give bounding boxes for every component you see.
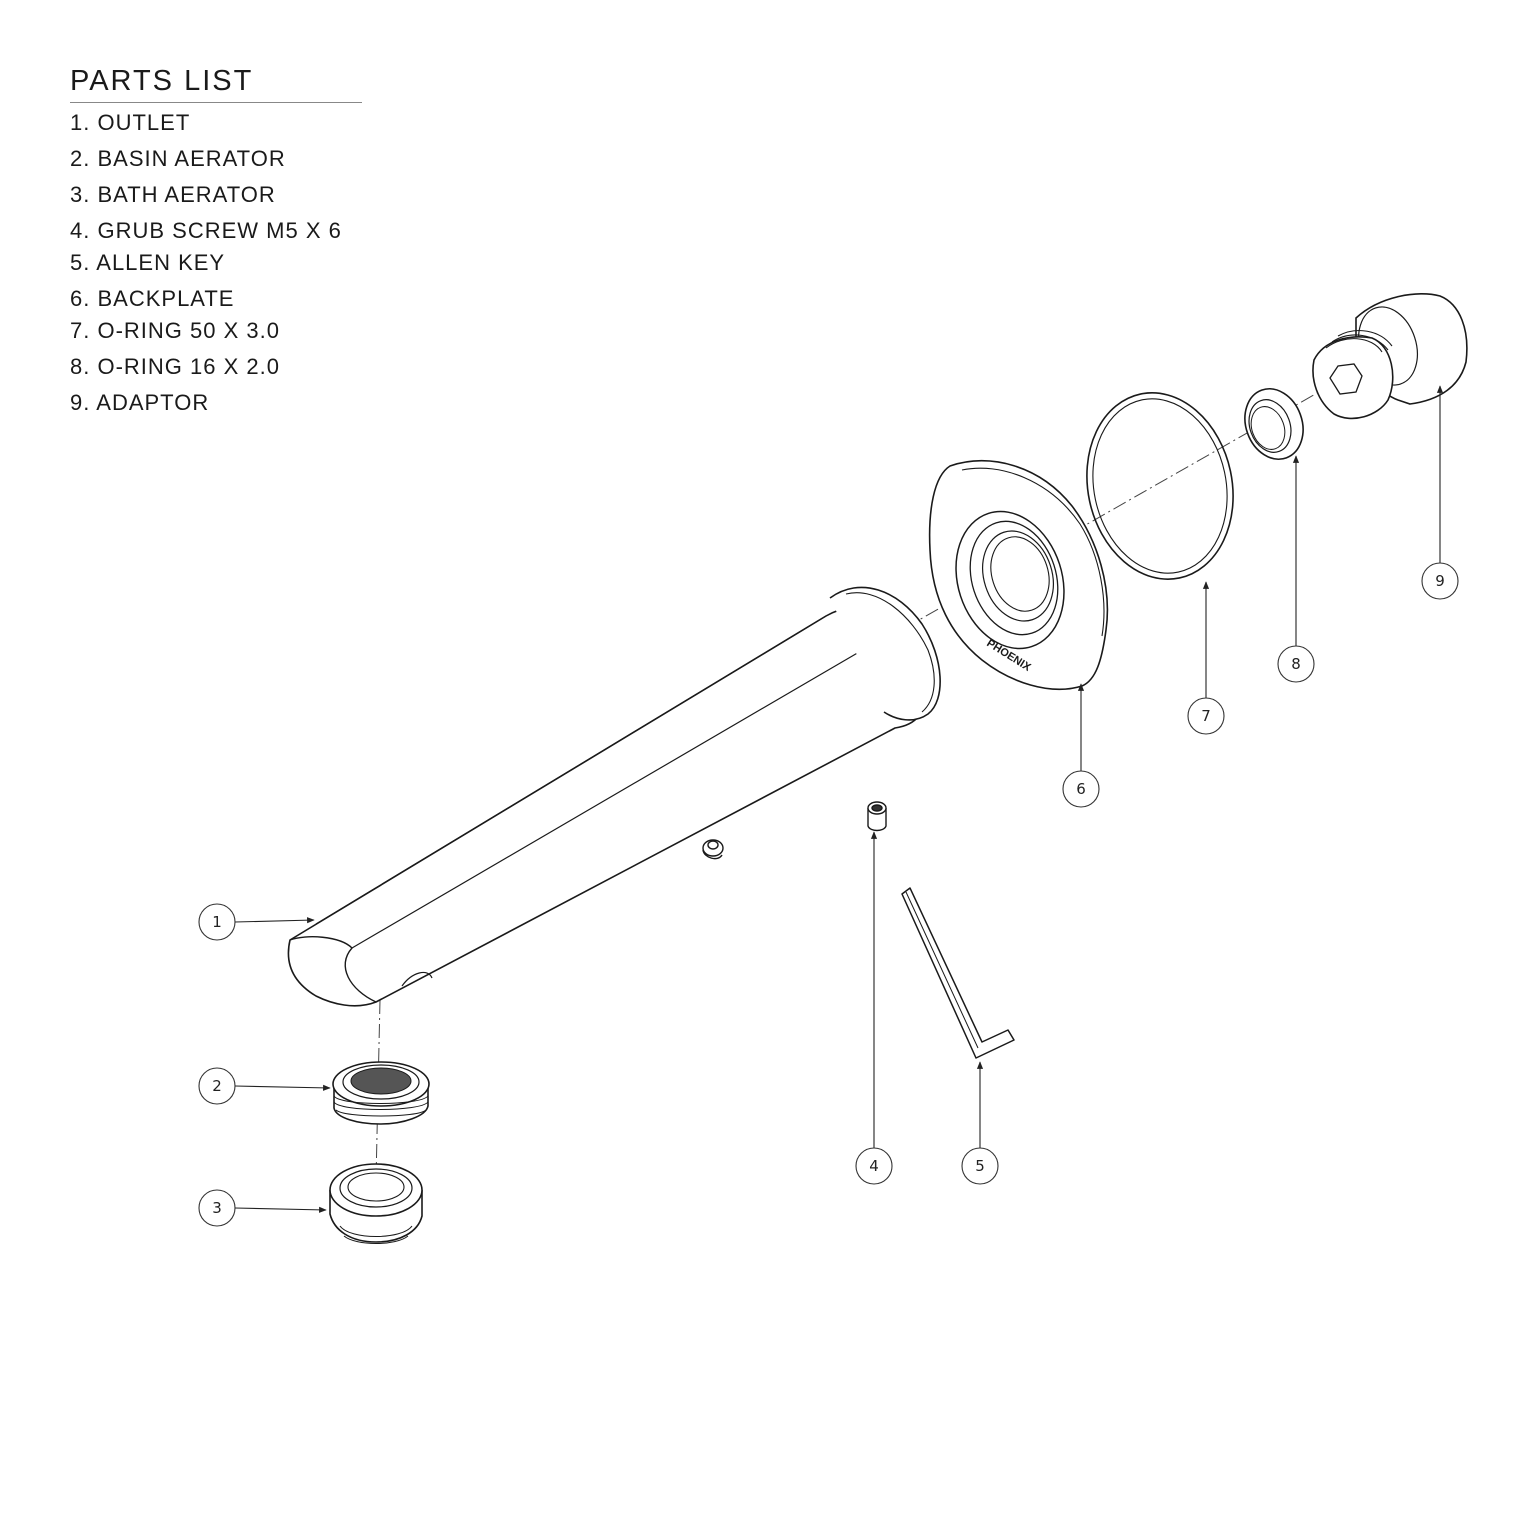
grub-screw-detail [702, 839, 724, 860]
callout-3-label: 3 [212, 1199, 222, 1217]
callout-7: 7 [1187, 697, 1225, 735]
callout-2-label: 2 [212, 1077, 222, 1095]
part-name: OUTLET [97, 110, 191, 135]
part-number: 1. [70, 110, 91, 135]
callout-7-label: 7 [1201, 707, 1211, 725]
outlet-spout [287, 586, 941, 1007]
o-ring-small [1244, 388, 1304, 460]
callout-8: 8 [1277, 645, 1315, 683]
part-name: BATH AERATOR [97, 182, 276, 207]
parts-list-item-o-ring-large: 7. O-RING 50 X 3.0 [70, 318, 280, 344]
part-number: 9. [70, 390, 91, 415]
parts-list-item-o-ring-small: 8. O-RING 16 X 2.0 [70, 354, 280, 380]
bath-aerator [329, 1163, 423, 1244]
parts-list-item-adaptor: 9. ADAPTOR [70, 390, 209, 416]
leader-line-1 [234, 917, 315, 924]
callout-3: 3 [198, 1189, 236, 1227]
callout-6-label: 6 [1076, 780, 1086, 798]
leader-line-2 [234, 1084, 331, 1091]
callout-6: 6 [1062, 770, 1100, 808]
part-number: 6. [70, 286, 91, 311]
callout-1-label: 1 [212, 913, 222, 931]
part-name: O-RING 50 X 3.0 [97, 318, 280, 343]
callout-8-label: 8 [1291, 655, 1301, 673]
part-number: 5. [70, 250, 91, 275]
backplate: PHOENIX [928, 459, 1109, 690]
part-name: ADAPTOR [96, 390, 210, 415]
part-number: 3. [70, 182, 91, 207]
part-number: 7. [70, 318, 91, 343]
allen-key [901, 887, 1015, 1059]
part-name: GRUB SCREW M5 X 6 [97, 218, 342, 243]
part-number: 4. [70, 218, 91, 243]
callout-4-label: 4 [869, 1157, 879, 1175]
part-name: ALLEN KEY [96, 250, 226, 275]
parts-list-item-allen-key: 5. ALLEN KEY [70, 250, 225, 276]
callout-9-label: 9 [1435, 572, 1445, 590]
parts-list-item-bath-aerator: 3. BATH AERATOR [70, 182, 276, 208]
parts-list-item-grub-screw: 4. GRUB SCREW M5 X 6 [70, 218, 342, 244]
parts-list-item-outlet: 1. OUTLET [70, 110, 190, 136]
callout-2: 2 [198, 1067, 236, 1105]
part-name: O-RING 16 X 2.0 [97, 354, 280, 379]
part-number: 2. [70, 146, 91, 171]
parts-list-item-backplate: 6. BACKPLATE [70, 286, 234, 312]
part-name: BACKPLATE [97, 286, 235, 311]
callout-9: 9 [1421, 562, 1459, 600]
callout-1: 1 [198, 903, 236, 941]
basin-aerator [332, 1061, 430, 1125]
callout-5-label: 5 [975, 1157, 985, 1175]
adaptor [1312, 293, 1468, 420]
part-number: 8. [70, 354, 91, 379]
o-ring-large [1086, 392, 1234, 580]
parts-list-item-basin-aerator: 2. BASIN AERATOR [70, 146, 286, 172]
callout-4: 4 [855, 1147, 893, 1185]
parts-list-panel: PARTS LIST 1. OUTLET 2. BASIN AERATOR 3.… [70, 62, 362, 415]
callout-5: 5 [961, 1147, 999, 1185]
leader-line-3 [234, 1206, 327, 1213]
parts-list-title: PARTS LIST [70, 62, 362, 103]
part-name: BASIN AERATOR [97, 146, 286, 171]
grub-screw [867, 801, 887, 832]
